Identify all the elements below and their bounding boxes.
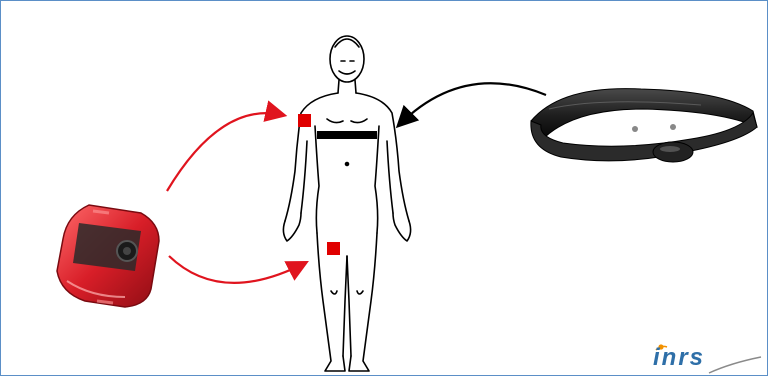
logo-text: inrs	[653, 341, 705, 375]
chest-strap-band	[317, 131, 377, 139]
sensor-marker-arm	[298, 114, 311, 127]
sensor-marker-thigh	[327, 242, 340, 255]
arrow-to-thigh	[169, 256, 305, 283]
human-body-outline	[283, 36, 410, 371]
arrow-to-arm	[167, 113, 283, 191]
inrs-logo: inrs	[653, 341, 763, 375]
red-accelerometer-device	[57, 205, 159, 307]
heart-rate-chest-belt	[531, 89, 757, 162]
arrow-to-chest	[399, 83, 546, 125]
